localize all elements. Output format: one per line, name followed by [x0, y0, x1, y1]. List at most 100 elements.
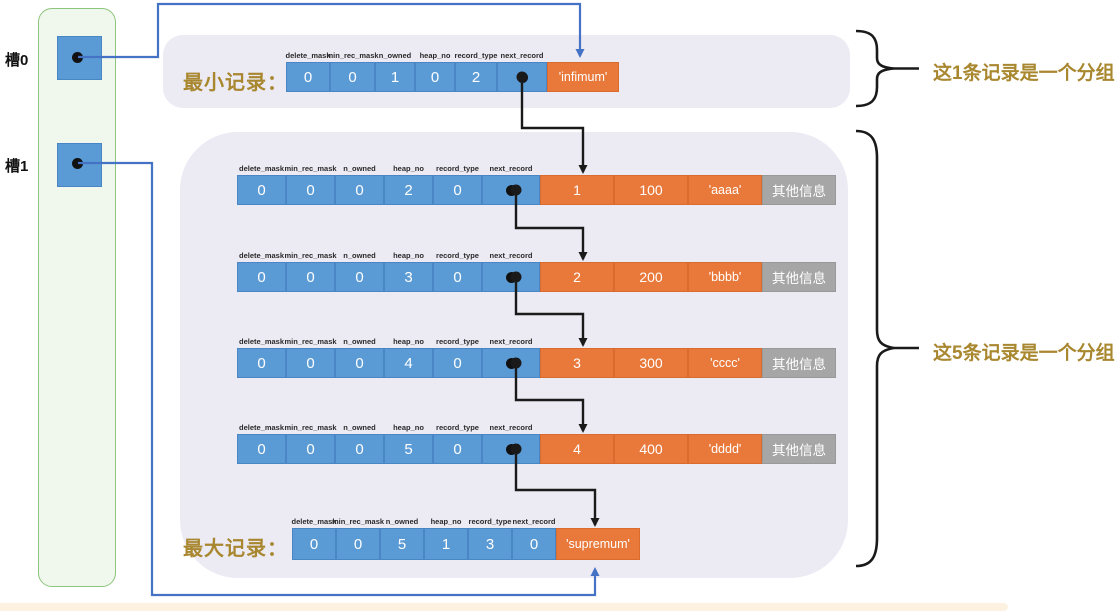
min-record-row-data-cell: 'infimum' — [547, 62, 619, 92]
record-row-2-next_record-cell — [482, 262, 540, 292]
record-row-2-record_type-cell: 0 — [433, 262, 482, 292]
record-row-3-heap_no-cell: 4 — [384, 348, 433, 378]
field-header: n_owned — [343, 337, 376, 346]
max-record-row-data-cell: 'supremum' — [556, 528, 640, 560]
field-header: delete_mask — [291, 517, 337, 526]
next-record-pointer-dot — [505, 357, 517, 369]
record-row-3-data-cell: 300 — [614, 348, 688, 378]
record-row-2-other-info-cell: 其他信息 — [762, 262, 836, 292]
record-row-4-data-cell: 4 — [540, 434, 614, 464]
max-record-row-record_type-cell: 3 — [468, 528, 512, 560]
field-header: delete_mask — [238, 164, 285, 173]
next-record-pointer-dot — [505, 443, 517, 455]
max-record-row-delete_mask-cell: 0 — [292, 528, 336, 560]
record-row-1-delete_mask-cell: 0 — [237, 175, 286, 205]
field-header: n_owned — [343, 164, 376, 173]
min-record-label: 最小记录： — [183, 72, 288, 94]
record-row-3-n_owned-cell: 0 — [335, 348, 384, 378]
field-header: min_rec_mask — [284, 423, 337, 432]
record-row-2-delete_mask-cell: 0 — [237, 262, 286, 292]
field-header: next_record — [512, 517, 556, 526]
field-header: heap_no — [393, 337, 424, 346]
field-header: next_record — [489, 164, 533, 173]
record-row-1-other-info-cell: 其他信息 — [762, 175, 836, 205]
record-row-1-heap_no-cell: 2 — [384, 175, 433, 205]
record-row-1-n_owned-cell: 0 — [335, 175, 384, 205]
record-row-1-data-cell: 100 — [614, 175, 688, 205]
record-row-4-record_type-cell: 0 — [433, 434, 482, 464]
field-header: heap_no — [393, 251, 424, 260]
record-row-4-delete_mask-cell: 0 — [237, 434, 286, 464]
record-row-1-data-cell: 'aaaa' — [688, 175, 762, 205]
min-record-row-delete_mask-cell: 0 — [286, 62, 330, 92]
record-row-3-data-cell: 'cccc' — [688, 348, 762, 378]
record-row-3-record_type-cell: 0 — [433, 348, 482, 378]
record-row-3-delete_mask-cell: 0 — [237, 348, 286, 378]
group-five-brace — [855, 129, 895, 568]
slot-1-pointer-dot — [72, 158, 83, 169]
group-one-brace — [855, 29, 895, 108]
record-row-2-heap_no-cell: 3 — [384, 262, 433, 292]
min-record-row-next_record-cell — [497, 62, 547, 92]
field-header: next_record — [500, 51, 544, 60]
group-five-annotation: 这5条记录是一个分组 — [933, 343, 1115, 364]
max-record-row-n_owned-cell: 5 — [380, 528, 424, 560]
record-row-2-data-cell: 200 — [614, 262, 688, 292]
field-header: heap_no — [393, 423, 424, 432]
field-header: heap_no — [393, 164, 424, 173]
bottom-accent-strip — [0, 603, 1008, 611]
min-record-row-n_owned-cell: 1 — [375, 62, 415, 92]
field-header: record_type — [436, 164, 479, 173]
field-header: record_type — [454, 51, 498, 60]
next-record-pointer-dot — [505, 184, 517, 196]
field-header: record_type — [436, 251, 479, 260]
slot-1-label: 槽1 — [5, 158, 29, 175]
record-row-4-n_owned-cell: 0 — [335, 434, 384, 464]
field-header: delete_mask — [238, 337, 285, 346]
field-header: next_record — [489, 423, 533, 432]
field-header: record_type — [436, 337, 479, 346]
record-row-1-min_rec_mask-cell: 0 — [286, 175, 335, 205]
max-record-row-heap_no-cell: 1 — [424, 528, 468, 560]
record-row-3-other-info-cell: 其他信息 — [762, 348, 836, 378]
min-record-row-heap_no-cell: 0 — [415, 62, 455, 92]
field-header: min_rec_mask — [326, 51, 379, 60]
next-record-pointer-dot — [516, 71, 528, 83]
record-row-1-next_record-cell — [482, 175, 540, 205]
field-header: min_rec_mask — [331, 517, 385, 526]
record-row-1-record_type-cell: 0 — [433, 175, 482, 205]
field-header: delete_mask — [238, 251, 285, 260]
field-header: delete_mask — [238, 423, 285, 432]
field-header: record_type — [468, 517, 512, 526]
field-header: n_owned — [385, 517, 419, 526]
field-header: n_owned — [378, 51, 412, 60]
field-header: heap_no — [430, 517, 462, 526]
min-record-row-record_type-cell: 2 — [455, 62, 497, 92]
field-header: record_type — [436, 423, 479, 432]
slot-0-pointer-dot — [72, 52, 83, 63]
record-row-2-data-cell: 'bbbb' — [688, 262, 762, 292]
max-record-label: 最大记录： — [183, 538, 288, 560]
record-row-3-min_rec_mask-cell: 0 — [286, 348, 335, 378]
record-row-3-next_record-cell — [482, 348, 540, 378]
record-row-4-heap_no-cell: 5 — [384, 434, 433, 464]
record-row-1-data-cell: 1 — [540, 175, 614, 205]
record-row-2-n_owned-cell: 0 — [335, 262, 384, 292]
record-row-4-next_record-cell — [482, 434, 540, 464]
field-header: heap_no — [419, 51, 451, 60]
record-row-4-min_rec_mask-cell: 0 — [286, 434, 335, 464]
field-header: n_owned — [343, 423, 376, 432]
record-row-4-other-info-cell: 其他信息 — [762, 434, 836, 464]
record-row-3-data-cell: 3 — [540, 348, 614, 378]
record-row-2-data-cell: 2 — [540, 262, 614, 292]
record-row-4-data-cell: 'dddd' — [688, 434, 762, 464]
group-one-annotation: 这1条记录是一个分组 — [933, 63, 1115, 84]
field-header: min_rec_mask — [284, 164, 337, 173]
field-header: min_rec_mask — [284, 337, 337, 346]
field-header: next_record — [489, 251, 533, 260]
min-record-row-min_rec_mask-cell: 0 — [330, 62, 375, 92]
field-header: next_record — [489, 337, 533, 346]
slot-0-label: 槽0 — [5, 52, 29, 69]
field-header: min_rec_mask — [284, 251, 337, 260]
